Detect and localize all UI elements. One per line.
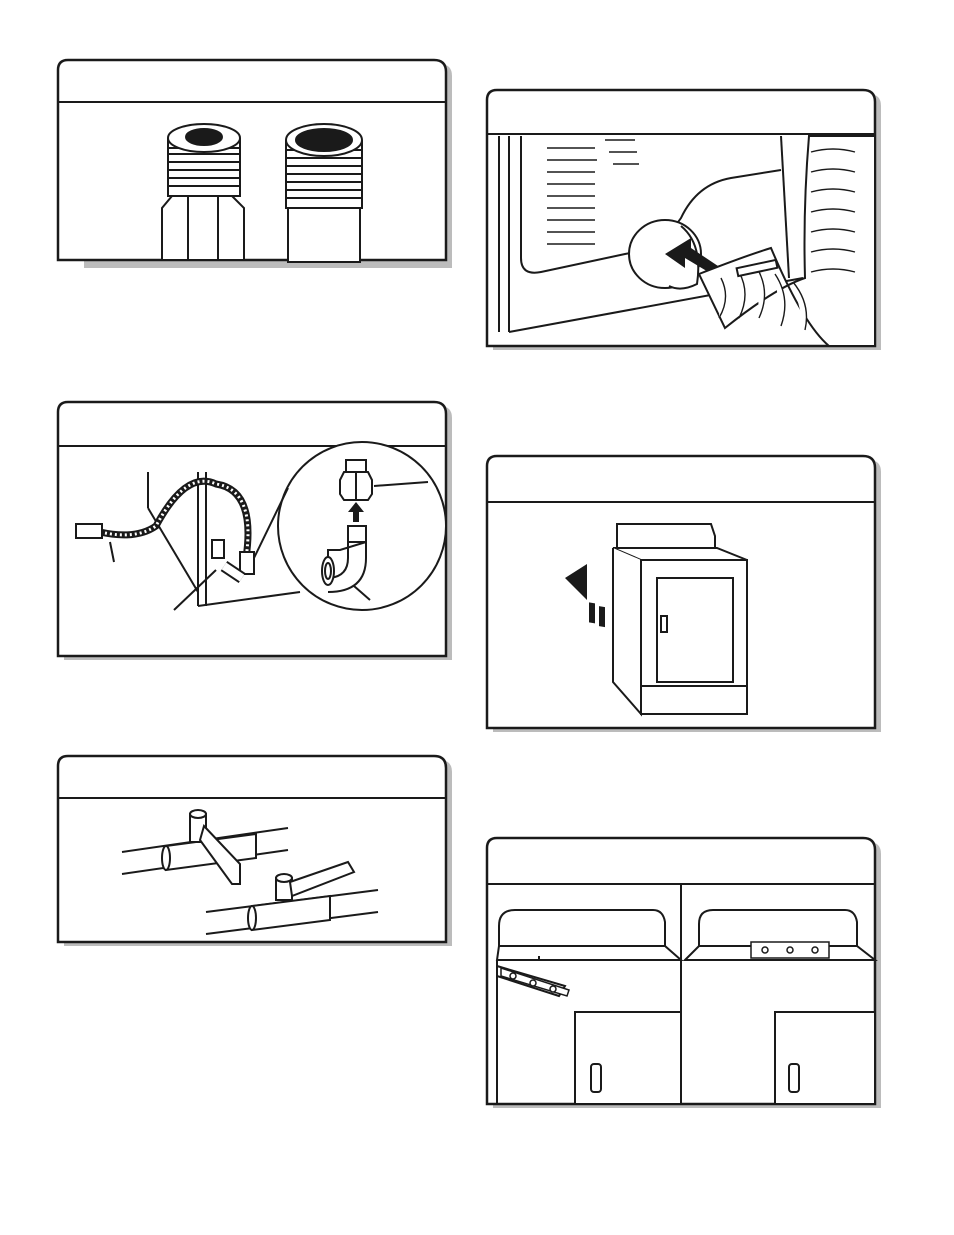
fitting-threads-panel [56, 58, 456, 268]
exhaust-vent-connection-panel [485, 88, 885, 352]
gas-shutoff-valve-panel [56, 754, 456, 950]
shutoff-valve-icon [121, 809, 379, 935]
vent-hose-icon [498, 135, 876, 347]
level-dryer-panel [485, 836, 885, 1110]
dryer-icon [682, 909, 878, 1105]
level-tool-icon [500, 966, 570, 997]
threaded-fitting-icon [285, 123, 363, 263]
threaded-fitting-icon [161, 123, 245, 261]
move-direction-arrow [565, 564, 605, 628]
dryer-icon [495, 909, 684, 1105]
flex-gas-line-icon [75, 441, 447, 611]
gas-flex-connector-panel [56, 400, 456, 664]
level-tool-icon [750, 941, 830, 959]
dryer-into-position-panel [485, 454, 885, 736]
dryer-icon [612, 523, 748, 717]
